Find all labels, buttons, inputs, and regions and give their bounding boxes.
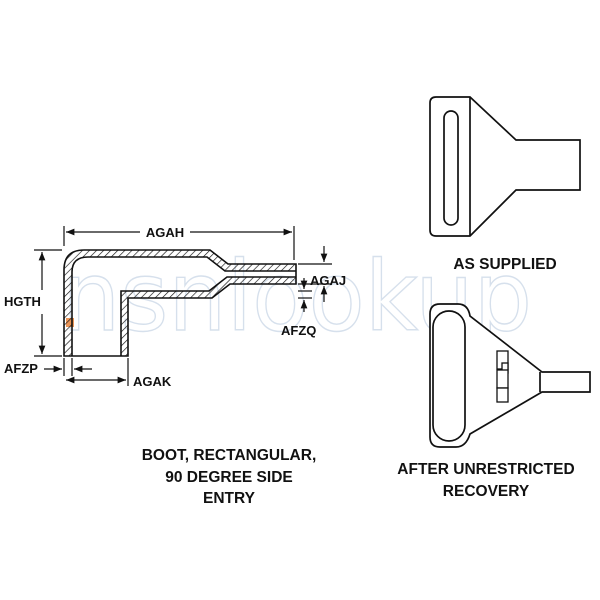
label-afzq: AFZQ <box>281 323 316 338</box>
after-recovery-side-tab <box>496 350 509 403</box>
boot-profile <box>63 249 297 357</box>
caption-boot-line-1: BOOT, RECTANGULAR, <box>142 447 317 464</box>
caption-after-line-2: RECOVERY <box>443 483 530 500</box>
label-afzp: AFZP <box>4 361 38 376</box>
caption-boot-line-3: ENTRY <box>203 490 256 507</box>
caption-after-line-1: AFTER UNRESTRICTED <box>397 461 574 478</box>
as-supplied-opening <box>443 110 459 226</box>
after-recovery-drawing <box>429 303 591 448</box>
caption-as-supplied: AS SUPPLIED <box>453 256 556 273</box>
after-recovery-opening <box>432 310 466 442</box>
label-agaj: AGAJ <box>310 273 346 288</box>
label-hgth: HGTH <box>4 294 41 309</box>
as-supplied-drawing <box>429 96 581 237</box>
label-agah: AGAH <box>146 225 184 240</box>
caption-boot-line-2: 90 DEGREE SIDE <box>165 469 293 486</box>
after-recovery-outline <box>429 303 591 448</box>
boot-dimensions <box>34 226 332 386</box>
as-supplied-outline <box>429 96 581 237</box>
boot-wall <box>63 249 297 357</box>
label-agak: AGAK <box>133 374 172 389</box>
